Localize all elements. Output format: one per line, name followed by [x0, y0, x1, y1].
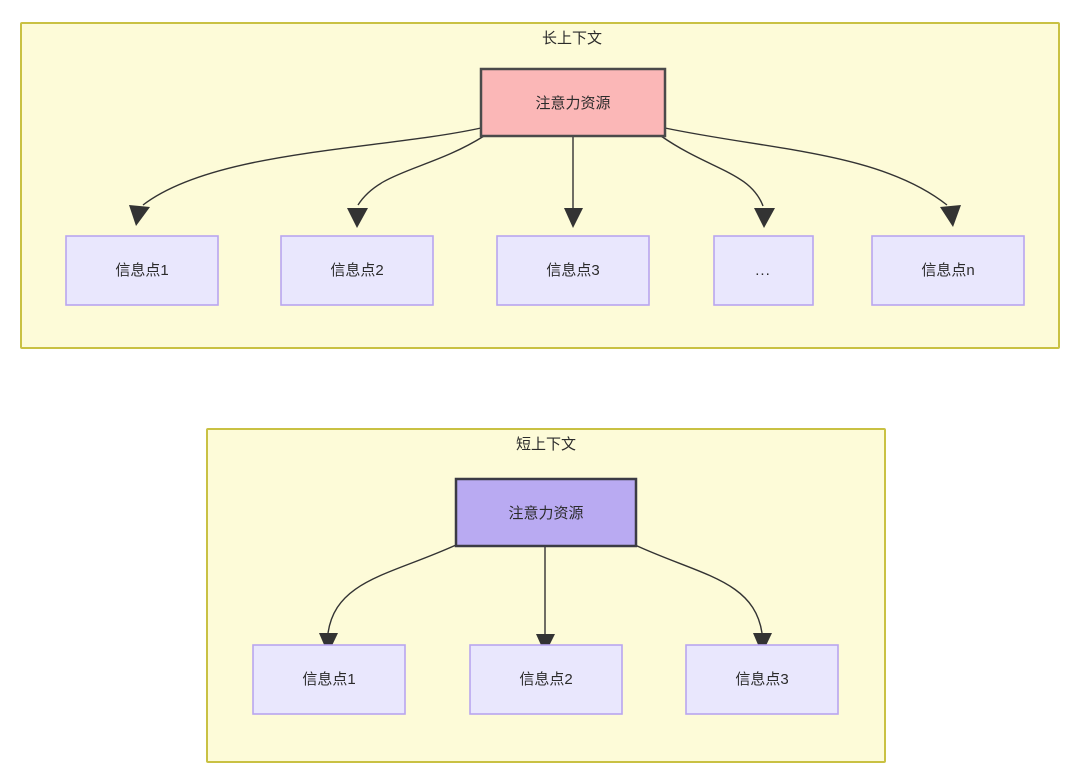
edge-group-short-context — [319, 544, 772, 654]
node-info-point-2-long[interactable]: 信息点2 — [280, 235, 434, 306]
node-info-point-1-long-label: 信息点1 — [115, 262, 168, 279]
arrow-head-leaf-3 — [564, 208, 583, 228]
node-attention-resource-long-box — [479, 67, 667, 138]
node-info-point-2-short-label: 信息点2 — [519, 671, 572, 688]
node-attention-resource-short-box — [454, 477, 638, 548]
node-attention-resource-long[interactable]: 注意力资源 — [479, 67, 667, 138]
edge-root-to-leaf-1-short — [327, 544, 457, 634]
node-info-point-3-long-label: 信息点3 — [546, 262, 599, 279]
node-info-point-n-long-label: 信息点n — [921, 262, 974, 279]
arrow-head-leaf-2-short — [536, 634, 555, 654]
node-attention-resource-short-label: 注意力资源 — [508, 504, 583, 522]
node-attention-resource-long-label: 注意力资源 — [535, 94, 610, 112]
node-info-point-1-long[interactable]: 信息点1 — [65, 235, 219, 306]
node-info-point-ellipsis-long[interactable]: ... — [713, 235, 814, 306]
node-info-point-n-long-box — [871, 235, 1025, 306]
edge-root-to-leaf-2 — [357, 135, 485, 206]
node-info-point-3-short[interactable]: 信息点3 — [685, 644, 839, 715]
panel-short-context[interactable]: 短上下文 注意力资源 信息点1 信息点 — [206, 428, 886, 763]
arrow-head-leaf-1-short — [319, 633, 338, 654]
node-info-point-1-short[interactable]: 信息点1 — [252, 644, 406, 715]
arrow-head-leaf-3-short — [753, 633, 772, 654]
panel-long-context[interactable]: 长上下文 注意力资源 信息 — [20, 22, 1060, 349]
panel-long-context-title: 长上下文 — [542, 30, 602, 47]
panel-short-context-title: 短上下文 — [516, 436, 576, 453]
edge-group-long-context — [129, 127, 961, 228]
edge-root-to-leaf-5 — [664, 127, 948, 206]
node-info-point-2-short-box — [469, 644, 623, 715]
node-info-point-3-short-box — [685, 644, 839, 715]
node-info-point-ellipsis-long-box — [713, 235, 814, 306]
node-info-point-ellipsis-long-label: ... — [755, 262, 771, 279]
edge-root-to-leaf-1 — [142, 127, 482, 206]
node-info-point-1-short-box — [252, 644, 406, 715]
node-info-point-3-long[interactable]: 信息点3 — [496, 235, 650, 306]
node-info-point-3-short-label: 信息点3 — [735, 671, 788, 688]
arrow-head-leaf-4 — [754, 208, 775, 228]
arrow-head-leaf-2 — [347, 208, 368, 228]
edge-root-to-leaf-3-short — [634, 544, 763, 634]
node-info-point-2-long-label: 信息点2 — [330, 262, 383, 279]
node-info-point-1-short-label: 信息点1 — [302, 671, 355, 688]
node-attention-resource-short[interactable]: 注意力资源 — [454, 477, 638, 548]
arrow-head-leaf-5 — [940, 205, 961, 227]
node-info-point-n-long[interactable]: 信息点n — [871, 235, 1025, 306]
node-info-point-2-long-box — [280, 235, 434, 306]
node-info-point-3-long-box — [496, 235, 650, 306]
arrow-head-leaf-1 — [129, 205, 150, 226]
node-info-point-2-short[interactable]: 信息点2 — [469, 644, 623, 715]
edge-root-to-leaf-4 — [660, 135, 764, 207]
node-info-point-1-long-box — [65, 235, 219, 306]
